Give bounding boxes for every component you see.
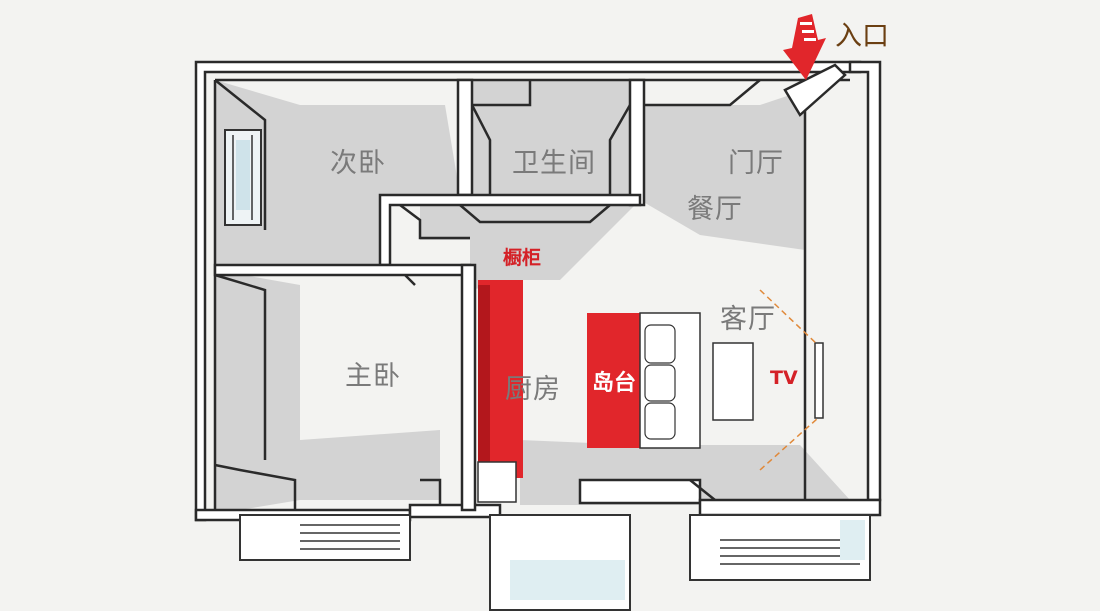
floor-shading: [215, 80, 850, 510]
entrance-label: 入口: [835, 21, 889, 52]
tv-unit: [759, 289, 824, 471]
furniture: [477, 280, 824, 503]
window-living: [689, 514, 871, 581]
window-master-bedroom: [239, 514, 411, 561]
bathroom-label: 卫生间: [512, 148, 596, 179]
kitchen-label: 厨房: [505, 374, 561, 405]
island-block: [587, 313, 640, 448]
sofa: [639, 312, 701, 449]
coffee-table: [712, 342, 754, 421]
labels: 入口 次卧 卫生间 门厅 餐厅 橱柜 客厅 主卧 厨房 岛台 TV: [330, 21, 889, 405]
island-label: 岛台: [592, 370, 636, 396]
windows: [224, 129, 871, 611]
tv-label: TV: [770, 367, 798, 389]
master-bedroom-label: 主卧: [345, 361, 401, 392]
cabinet-label: 橱柜: [502, 246, 541, 269]
inner-walls: [213, 63, 850, 512]
window-kitchen: [489, 514, 631, 611]
dining-label: 餐厅: [687, 194, 743, 225]
living-label: 客厅: [720, 304, 776, 335]
entrance-arrow-icon: [783, 14, 826, 80]
window-second-bedroom: [224, 129, 262, 226]
foyer-label: 门厅: [728, 148, 784, 179]
kitchen-cabinet-block: [477, 280, 523, 503]
second-bedroom-label: 次卧: [330, 148, 386, 179]
